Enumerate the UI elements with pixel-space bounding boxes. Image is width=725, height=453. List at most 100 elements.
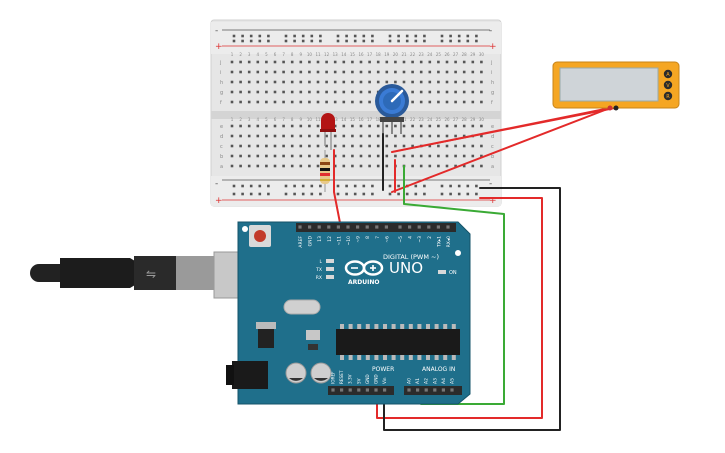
rail-hole bbox=[362, 34, 366, 38]
breadboard-hole bbox=[290, 154, 294, 158]
digital-pin-hole[interactable] bbox=[398, 225, 402, 229]
row-label: a bbox=[220, 164, 223, 170]
power-pin-label: 5V bbox=[356, 378, 361, 384]
board-model: UNO bbox=[389, 259, 423, 277]
analog-pin-hole[interactable] bbox=[416, 388, 420, 392]
digital-pin-hole[interactable] bbox=[427, 225, 431, 229]
digital-pin-hole[interactable] bbox=[436, 225, 440, 229]
chip-pin bbox=[451, 324, 456, 329]
breadboard-hole bbox=[359, 124, 363, 128]
power-pin-hole[interactable] bbox=[340, 388, 344, 392]
rail-hole bbox=[345, 192, 348, 196]
breadboard-hole bbox=[239, 80, 242, 84]
power-header[interactable] bbox=[331, 388, 387, 392]
column-number: 14 bbox=[341, 52, 347, 57]
digital-pin-hole[interactable] bbox=[375, 225, 379, 229]
breadboard-hole bbox=[368, 70, 371, 74]
power-pin-hole[interactable] bbox=[365, 388, 369, 392]
digital-pin-hole[interactable] bbox=[356, 225, 360, 229]
breadboard-hole bbox=[480, 60, 483, 64]
breadboard-hole bbox=[437, 124, 440, 128]
analog-pin-hole[interactable] bbox=[433, 388, 437, 392]
column-number: 1 bbox=[231, 52, 234, 57]
rail-plus-label-bottom-right: + bbox=[489, 196, 497, 206]
rail-hole bbox=[267, 39, 270, 43]
rail-hole bbox=[362, 184, 366, 188]
analog-pin-hole[interactable] bbox=[424, 388, 428, 392]
rail-hole bbox=[423, 192, 426, 196]
breadboard-hole bbox=[411, 164, 414, 168]
power-pin-hole[interactable] bbox=[374, 388, 378, 392]
breadboard-hole bbox=[359, 60, 363, 64]
digital-pin-hole[interactable] bbox=[346, 225, 350, 229]
column-number: 8 bbox=[291, 52, 294, 57]
digital-pin-hole[interactable] bbox=[317, 225, 321, 229]
multimeter-mode-buttons[interactable]: AVR bbox=[663, 69, 673, 101]
breadboard-hole bbox=[471, 154, 475, 158]
multimeter-mode-button[interactable] bbox=[663, 91, 673, 101]
column-number: 12 bbox=[324, 52, 330, 57]
analog-pin-hole[interactable] bbox=[450, 388, 454, 392]
breadboard-hole bbox=[333, 100, 337, 104]
breadboard-hole bbox=[480, 134, 483, 138]
digital-pin-hole[interactable] bbox=[384, 225, 388, 229]
status-led-label: RX bbox=[316, 275, 322, 281]
digital-pin-hole[interactable] bbox=[327, 225, 331, 229]
breadboard-hole bbox=[359, 154, 363, 158]
breadboard-hole bbox=[256, 164, 260, 168]
digital-header[interactable] bbox=[298, 225, 450, 229]
digital-pin-hole[interactable] bbox=[336, 225, 340, 229]
multimeter[interactable]: AVR bbox=[552, 61, 680, 111]
power-pin-hole[interactable] bbox=[357, 388, 361, 392]
potentiometer[interactable] bbox=[375, 84, 409, 134]
breadboard-hole bbox=[325, 60, 328, 64]
analog-pin-hole[interactable] bbox=[407, 388, 411, 392]
breadboard-hole bbox=[273, 80, 277, 84]
breadboard-hole bbox=[247, 90, 251, 94]
analog-header[interactable] bbox=[407, 388, 454, 392]
rail-hole bbox=[241, 39, 244, 43]
breadboard-hole bbox=[471, 100, 475, 104]
digital-pin-hole[interactable] bbox=[365, 225, 369, 229]
rail-plus-label-bottom: + bbox=[215, 196, 223, 206]
breadboard-hole bbox=[402, 144, 406, 148]
digital-pin-hole[interactable] bbox=[408, 225, 412, 229]
column-number: 9 bbox=[300, 117, 303, 122]
chip-pin bbox=[426, 324, 430, 329]
rail-hole bbox=[284, 184, 288, 188]
column-number: 25 bbox=[436, 52, 442, 57]
breadboard-hole bbox=[419, 154, 423, 158]
rail-hole bbox=[353, 39, 357, 43]
power-pin-hole[interactable] bbox=[348, 388, 352, 392]
breadboard-hole bbox=[247, 154, 251, 158]
digital-pin-hole[interactable] bbox=[308, 225, 312, 229]
chip-pin bbox=[443, 355, 448, 360]
digital-pin-hole[interactable] bbox=[446, 225, 450, 229]
analog-pin-hole[interactable] bbox=[441, 388, 445, 392]
power-pin-hole[interactable] bbox=[331, 388, 335, 392]
breadboard-hole bbox=[471, 90, 475, 94]
digital-pin-label: GND bbox=[308, 235, 314, 246]
multimeter-mode-button[interactable] bbox=[663, 69, 673, 79]
breadboard-hole bbox=[256, 70, 260, 74]
column-number: 22 bbox=[410, 52, 416, 57]
breadboard-hole bbox=[290, 134, 294, 138]
multimeter-mode-button[interactable] bbox=[663, 80, 673, 90]
arduino-logo-icon bbox=[344, 260, 384, 276]
breadboard-hole bbox=[333, 124, 337, 128]
digital-pin-hole[interactable] bbox=[417, 225, 421, 229]
breadboard-hole bbox=[299, 124, 303, 128]
digital-pin-hole[interactable] bbox=[298, 225, 302, 229]
breadboard-hole bbox=[428, 164, 432, 168]
digital-pin-label: ~9 bbox=[356, 236, 362, 243]
breadboard-hole bbox=[230, 80, 234, 84]
column-number: 3 bbox=[248, 117, 251, 122]
breadboard-hole bbox=[385, 80, 389, 84]
breadboard-hole bbox=[282, 100, 285, 104]
breadboard-hole bbox=[411, 100, 414, 104]
column-number: 27 bbox=[453, 52, 459, 57]
breadboard-hole bbox=[419, 60, 423, 64]
power-pin-hole[interactable] bbox=[383, 388, 387, 392]
